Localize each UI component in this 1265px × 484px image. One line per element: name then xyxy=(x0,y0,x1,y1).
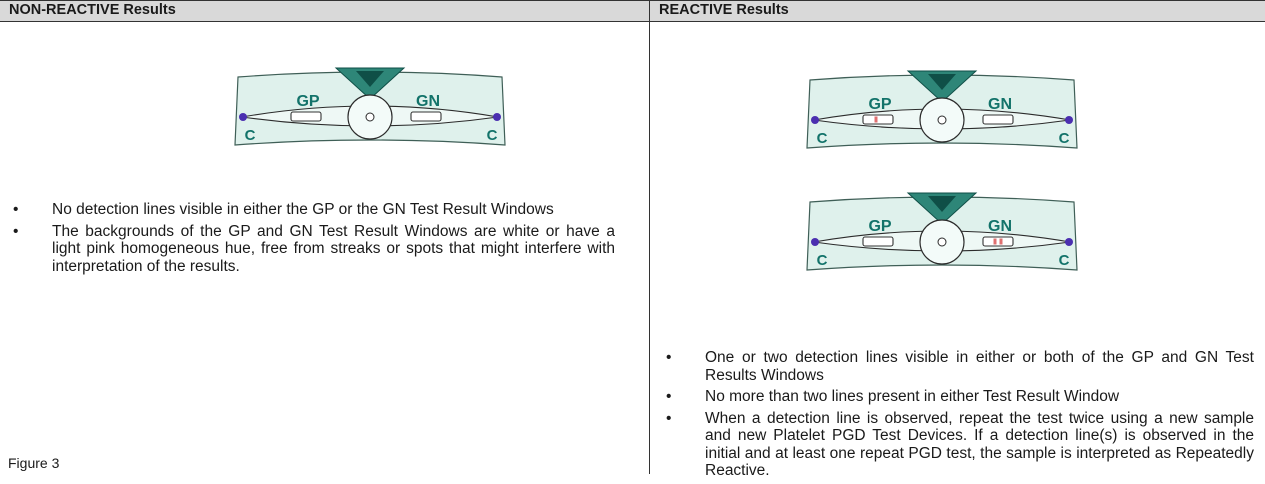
reactive-header: REACTIVE Results xyxy=(650,0,1265,21)
control-label-right: C xyxy=(1059,130,1070,147)
control-dot-left xyxy=(811,238,819,246)
device-illustration-nonreactive: GP GN C C xyxy=(234,67,506,146)
gn-detection-line xyxy=(993,238,997,245)
non-reactive-header: NON-REACTIVE Results xyxy=(0,0,649,21)
device-cap-notch xyxy=(356,71,384,87)
control-dot-right xyxy=(1065,238,1073,246)
gn-label: GN xyxy=(988,218,1012,235)
reactive-bullet: No more than two lines present in either… xyxy=(666,388,1254,406)
control-label-left: C xyxy=(817,130,828,147)
gp-label: GP xyxy=(868,96,891,113)
gp-window xyxy=(862,236,894,247)
control-dot-left xyxy=(811,116,819,124)
gp-detection-line xyxy=(874,116,878,123)
device-illustration-reactive-gn: GP GN C C xyxy=(806,192,1078,271)
gp-window xyxy=(290,111,322,122)
non-reactive-bullet: No detection lines visible in either the… xyxy=(13,201,615,219)
gn-window xyxy=(410,111,442,122)
figure-caption: Figure 3 xyxy=(8,455,60,471)
gp-label: GP xyxy=(296,93,319,110)
gp-window xyxy=(862,114,894,125)
header-divider xyxy=(0,21,1265,22)
gn-label: GN xyxy=(988,96,1012,113)
control-dot-left xyxy=(239,113,247,121)
gn-detection-line xyxy=(999,238,1003,245)
gn-window xyxy=(982,236,1014,247)
gn-label: GN xyxy=(416,93,440,110)
non-reactive-bullets: No detection lines visible in either the… xyxy=(13,201,615,279)
reactive-bullets: One or two detection lines visible in ei… xyxy=(666,349,1254,484)
table-top-border xyxy=(0,0,1265,1)
sample-well-center xyxy=(937,115,947,125)
column-divider xyxy=(649,0,650,474)
gp-label: GP xyxy=(868,218,891,235)
device-cap-notch xyxy=(928,74,956,90)
sample-well-center xyxy=(937,237,947,247)
control-dot-right xyxy=(493,113,501,121)
control-dot-right xyxy=(1065,116,1073,124)
non-reactive-bullet: The backgrounds of the GP and GN Test Re… xyxy=(13,223,615,276)
reactive-bullet: When a detection line is observed, repea… xyxy=(666,410,1254,480)
device-cap-notch xyxy=(928,196,956,212)
reactive-bullet: One or two detection lines visible in ei… xyxy=(666,349,1254,384)
results-table: NON-REACTIVE Results REACTIVE Results GP… xyxy=(0,0,1265,474)
gn-window xyxy=(982,114,1014,125)
control-label-left: C xyxy=(817,252,828,269)
control-label-left: C xyxy=(245,127,256,144)
control-label-right: C xyxy=(487,127,498,144)
control-label-right: C xyxy=(1059,252,1070,269)
sample-well-center xyxy=(365,112,375,122)
device-illustration-reactive-gp: GP GN C C xyxy=(806,70,1078,149)
